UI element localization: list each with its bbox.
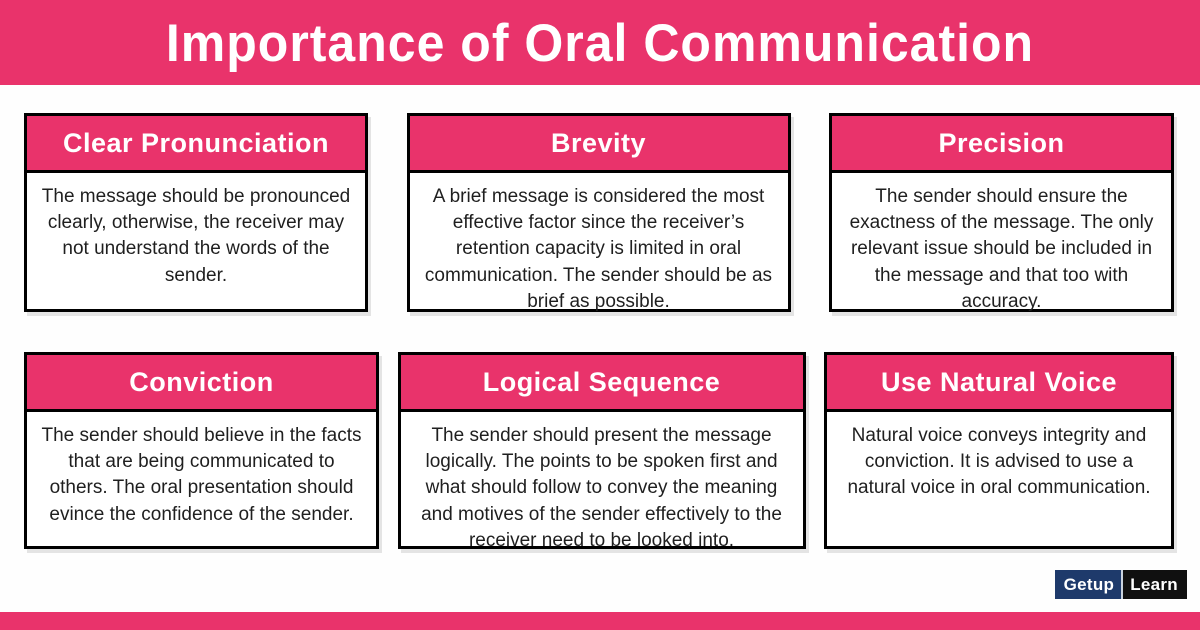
card-header: Use Natural Voice [827, 355, 1171, 412]
card-header: Brevity [409, 116, 788, 173]
card-precision: Precision The sender should ensure the e… [829, 113, 1174, 312]
card-body: The sender should present the message lo… [421, 425, 782, 551]
card-use-natural-voice: Use Natural Voice Natural voice conveys … [824, 352, 1174, 549]
title-banner: Importance of Oral Communication [0, 0, 1200, 85]
bottom-accent-bar [0, 612, 1200, 630]
card-header: Clear Pronunciation [27, 116, 365, 173]
card-title: Clear Pronunciation [62, 127, 330, 158]
card-title: Brevity [550, 127, 647, 158]
logo-divider [1121, 570, 1124, 599]
cards-row-2: Conviction The sender should believe in … [24, 352, 1174, 551]
page-title: Importance of Oral Communication [165, 12, 1035, 73]
card-body: The message should be pronounced clearly… [41, 186, 351, 286]
card-body: Natural voice conveys integrity and conv… [847, 425, 1151, 499]
logo-getup: Getup [1054, 570, 1122, 599]
getuplearn-logo: Getup Learn [1054, 570, 1187, 599]
card-logical-sequence: Logical Sequence The sender should prese… [397, 352, 806, 551]
card-conviction: Conviction The sender should believe in … [24, 352, 379, 549]
card-body: The sender should ensure the exactness o… [849, 186, 1154, 312]
card-brevity: Brevity A brief message is considered th… [406, 113, 791, 312]
logo-learn: Learn [1123, 570, 1187, 599]
card-header: Precision [832, 116, 1171, 173]
card-body: The sender should believe in the facts t… [41, 425, 362, 525]
card-clear-pronunciation: Clear Pronunciation The message should b… [24, 113, 368, 312]
card-title: Use Natural Voice [880, 366, 1118, 397]
card-body: A brief message is considered the most e… [424, 186, 773, 312]
card-header: Conviction [27, 355, 376, 412]
card-title: Logical Sequence [482, 366, 721, 397]
card-header: Logical Sequence [400, 355, 803, 412]
card-title: Conviction [129, 366, 274, 397]
card-title: Precision [938, 127, 1065, 158]
cards-row-1: Clear Pronunciation The message should b… [24, 113, 1174, 312]
